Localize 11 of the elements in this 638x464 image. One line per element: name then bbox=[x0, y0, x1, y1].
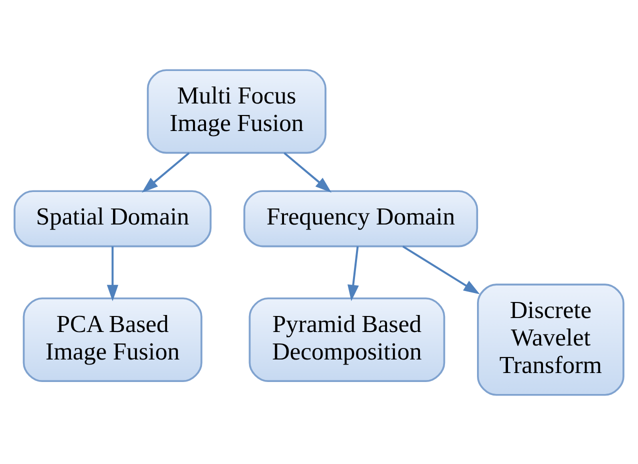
node-box: Frequency Domain bbox=[243, 190, 478, 247]
node-box: Pyramid Based Decomposition bbox=[248, 296, 446, 382]
arrow bbox=[348, 246, 359, 301]
arrow bbox=[402, 245, 480, 294]
node-box: Spatial Domain bbox=[14, 190, 212, 247]
arrow bbox=[106, 246, 118, 301]
node-box: Multi Focus Image Fusion bbox=[146, 68, 326, 154]
node-box: Discrete Wavelet Transform bbox=[477, 283, 624, 396]
arrow bbox=[142, 152, 190, 192]
arrow bbox=[284, 152, 332, 192]
node-box: PCA Based Image Fusion bbox=[22, 296, 202, 382]
